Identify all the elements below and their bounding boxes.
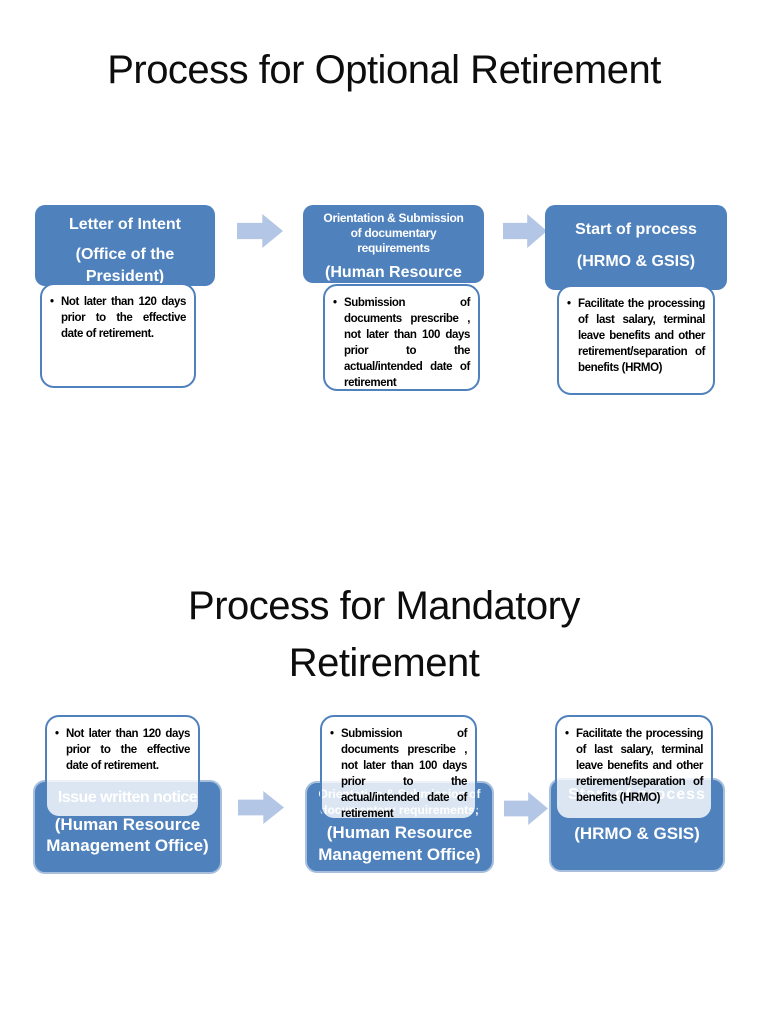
callout-text: Facilitate the processing of last salary… [576,728,703,804]
flow-step-start-of-process: Start of process (HRMO & GSIS) [545,205,727,290]
callout-start-of-process: • Facilitate the processing of last sala… [555,715,713,820]
step-subtitle: (Human Resource [325,264,462,281]
flow-step-orientation-submission: Orientation & Submission of documentary … [303,205,484,283]
callout-start-of-process: • Facilitate the processing of last sala… [557,285,715,395]
step-title: Letter of Intent [69,216,181,233]
step-subtitle: (HRMO & GSIS) [576,253,696,270]
step-title: Start of process [575,221,697,238]
flow-step-letter-of-intent: Letter of Intent (Office of the Presiden… [35,205,215,286]
step-subtitle: (Human Resource [54,815,201,834]
mandatory-retirement-title: Process for Mandatory Retirement [188,584,580,685]
bullet-icon: • [565,728,570,740]
bullet-icon: • [567,298,572,310]
callout-issue-written-notice: • Not later than 120 days prior to the e… [45,715,200,818]
right-arrow-icon [504,792,548,825]
callout-letter-of-intent: • Not later than 120 days prior to the e… [40,283,196,388]
right-arrow-icon [237,214,283,248]
right-arrow-icon [238,791,284,824]
optional-retirement-title: Process for Optional Retirement [107,48,661,92]
bullet-icon: • [333,297,338,309]
step-subtitle: (Office of the [75,246,175,263]
callout-orientation-submission: • Submission of documents prescribe , no… [323,284,480,391]
step-subtitle: Management Office) [46,836,209,855]
callout-text: Submission of documents prescribe , not … [341,728,467,820]
callout-text: Not later than 120 days prior to the eff… [66,728,190,772]
step-title: Orientation & Submission [323,211,464,225]
step-subtitle: Management Office) [318,845,481,864]
step-subtitle: (Human Resource [326,823,473,842]
callout-text: Facilitate the processing of last salary… [578,298,705,374]
right-arrow-icon [503,214,547,248]
callout-text: Not later than 120 days prior to the eff… [61,296,186,340]
callout-orientation-submission: • Submission of documents prescribe , no… [320,715,477,820]
step-title: requirements [357,241,430,255]
step-subtitle: President) [85,268,165,285]
bullet-icon: • [55,728,60,740]
step-subtitle: (HRMO & GSIS) [574,824,700,843]
bullet-icon: • [330,728,335,740]
bullet-icon: • [50,296,55,308]
step-title: of documentary [350,226,437,240]
callout-text: Submission of documents prescribe , not … [344,297,470,389]
